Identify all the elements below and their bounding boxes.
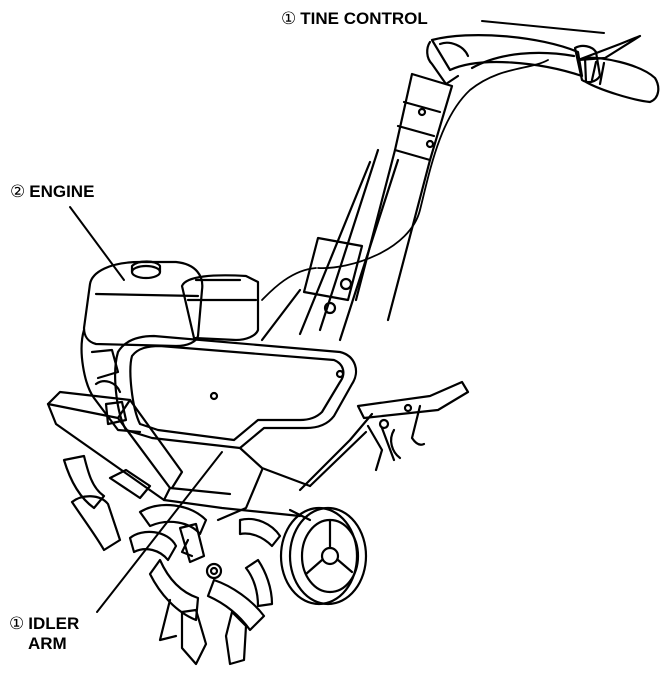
belt-guard [114,334,358,450]
engine-marker: ② [10,182,26,202]
tine-control-label: TINE CONTROL [300,9,428,28]
tine-control-leader [481,20,605,34]
idler-arm-leader [96,451,223,613]
engine-label: ENGINE [29,182,95,201]
wheel [279,506,368,606]
leader-lines [69,20,605,613]
idler-arm-label-line2: ARM [28,634,67,653]
frame [46,380,470,518]
idler-arm-marker: ① [9,614,25,634]
engine-leader [69,206,125,281]
tine-control-marker: ① [281,9,297,29]
handlebar [260,34,660,342]
tines [62,454,282,666]
idler-arm-label-line1: IDLER [28,614,80,633]
